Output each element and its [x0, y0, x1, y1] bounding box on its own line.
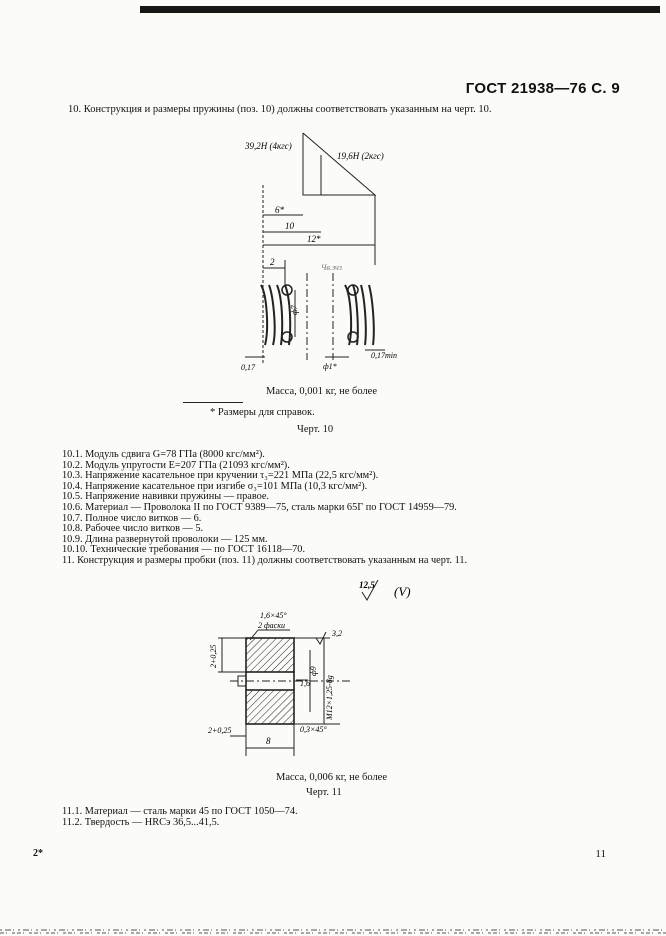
force-low-label: 19,6Н (2кгс): [337, 151, 384, 161]
dim-017min-label: 0,17min: [371, 351, 397, 360]
scan-edge-noise: [0, 929, 666, 934]
thread-label: M12×1,25-8g: [325, 675, 334, 721]
page-number: 11: [595, 848, 606, 860]
chamfer-label: 1,6×45°: [260, 611, 287, 620]
diameter-7-label: ф7: [290, 304, 299, 315]
figure-10-caption: Черт. 10: [297, 424, 334, 435]
dim-10-label: 10: [285, 221, 295, 231]
signature-mark: 2*: [33, 848, 43, 859]
spec-item: 11. Конструкция и размеры пробки (поз. 1…: [62, 554, 468, 566]
chamfer-count-label: 2 фаски: [258, 621, 285, 630]
plug-mass: Масса, 0,006 кг, не более: [276, 772, 387, 783]
diameter-9-label: ф9: [309, 666, 318, 676]
dim-2-025-vertical-label: 2+0,25: [209, 645, 218, 668]
dim-2-025-horizontal-label: 2+0,25: [208, 726, 231, 735]
spec-item: 10.3. Напряжение касательное при кручени…: [62, 470, 379, 482]
roughness-symbol: (V): [394, 584, 411, 599]
spec-item: 11.1. Материал — сталь марки 45 по ГОСТ …: [62, 806, 298, 817]
dim-017-label: 0,17: [241, 363, 256, 372]
plug-specs-list: 11.1. Материал — сталь марки 45 по ГОСТ …: [62, 806, 298, 828]
turns-note: Чв.зчз: [321, 263, 342, 272]
spec-item: 10.8. Рабочее число витков — 5.: [62, 523, 204, 535]
dim-2-label: 2: [270, 257, 275, 267]
plug-drawing: 12,5 (V) 1,6×45° 2 фаски 3,2 2+0,25 ф9 1…: [208, 580, 411, 756]
spec-item: 10.7. Полное число витков — 6.: [62, 512, 202, 524]
footnote-rule: [183, 402, 243, 403]
diameter-1-label: ф1*: [323, 362, 337, 371]
spec-item: 10.6. Материал — Проволока II по ГОСТ 93…: [62, 501, 457, 513]
spec-item: 10.5. Напряжение навивки пружины — право…: [62, 491, 270, 503]
spec-item: 10.9. Длина развернутой проволоки — 125 …: [62, 533, 268, 545]
dim-8-label: 8: [266, 736, 271, 746]
spec-item: 10.4. Напряжение касательное при изгибе …: [62, 480, 368, 492]
force-high-label: 39,2Н (4кгс): [244, 141, 292, 151]
roughness-3-2-label: 3,2: [331, 629, 342, 638]
dim-12-label: 12*: [307, 234, 321, 244]
spec-item: 10.2. Модуль упругости E=207 ГПа (21093 …: [62, 459, 290, 471]
spec-item: 10.1. Модуль сдвига G=78 ГПа (8000 кгс/м…: [62, 449, 265, 460]
chamfer-0-3-label: 0,3×45°: [300, 725, 327, 734]
spec-item: 11.2. Твердость — HRCэ 36,5...41,5.: [62, 817, 220, 828]
spring-mass: Масса, 0,001 кг, не более: [266, 386, 377, 397]
standard-header: ГОСТ 21938—76 С. 9: [465, 80, 620, 97]
spring-specs-list: 10.1. Модуль сдвига G=78 ГПа (8000 кгс/м…: [62, 449, 468, 567]
dim-1-6-label: 1,6: [300, 679, 310, 688]
intro-paragraph: 10. Конструкция и размеры пружины (поз. …: [68, 104, 492, 115]
figure-11-caption: Черт. 11: [306, 787, 342, 798]
dim-6-label: 6*: [275, 205, 285, 215]
reference-note: * Размеры для справок.: [210, 407, 315, 418]
spec-item: 10.10. Технические требования — по ГОСТ …: [62, 544, 306, 556]
top-rule: [140, 6, 660, 13]
spring-drawing: 39,2Н (4кгс) 19,6Н (2кгс) 6* 10 12* 2 Чв…: [241, 132, 397, 372]
roughness-value: 12,5: [359, 580, 375, 590]
